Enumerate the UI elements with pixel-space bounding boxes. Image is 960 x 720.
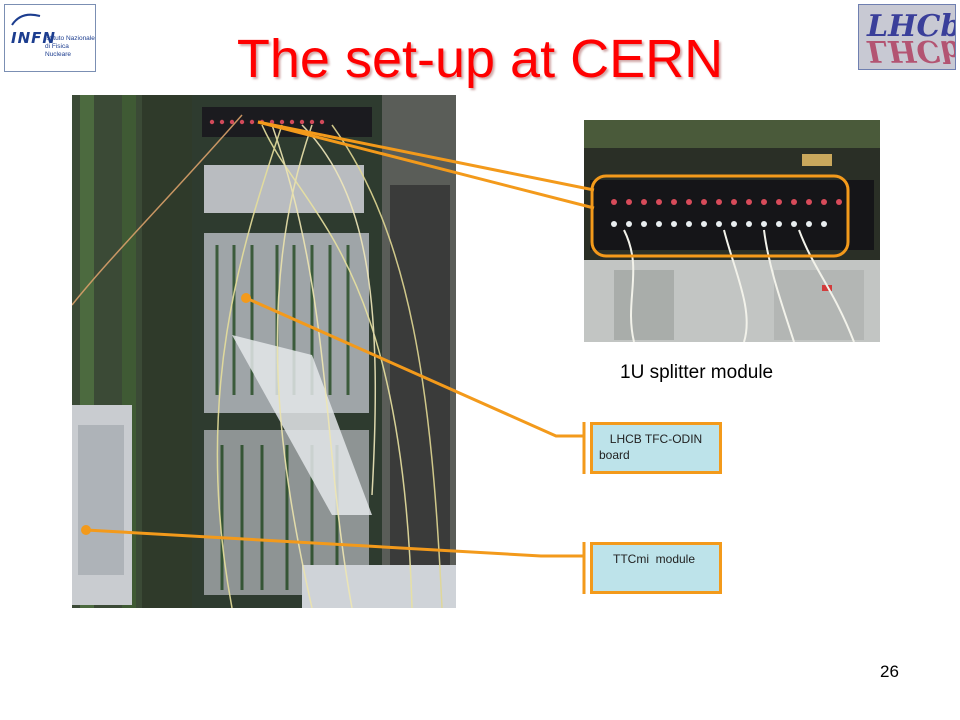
- splitter-photo: [584, 120, 880, 342]
- rack-photo: [72, 95, 456, 608]
- ttcmi-label: TTCmi module: [613, 552, 696, 566]
- page-number: 26: [880, 662, 899, 681]
- odin-label-line1: LHCB TFC-ODIN: [609, 432, 703, 446]
- slide-title: The set-up at CERN: [236, 29, 724, 89]
- infn-logo: INFN Istituto Nazionale di Fisica Nuclea…: [4, 4, 96, 72]
- lhcb-logo-wordmark: LHCb: [867, 9, 956, 44]
- splitter-module-label: 1U splitter module: [620, 362, 774, 383]
- infn-subtitle-line2: di Fisica Nucleare: [45, 43, 72, 58]
- odin-board-callout: LHCB TFC-ODIN board: [590, 422, 722, 474]
- infn-subtitle-line1: Istituto Nazionale: [45, 35, 95, 42]
- infn-logo-subtitle: Istituto Nazionale di Fisica Nucleare: [45, 35, 95, 59]
- ttcmi-module-callout: TTCmi module: [590, 542, 722, 594]
- infn-swoosh-icon: [11, 13, 41, 26]
- lhcb-logo: LHCb LHCb: [858, 4, 956, 70]
- lhcb-logo-reflection: LHCb: [867, 33, 956, 68]
- infn-logo-wordmark: INFN: [11, 29, 56, 47]
- odin-label-line2: board: [599, 448, 630, 462]
